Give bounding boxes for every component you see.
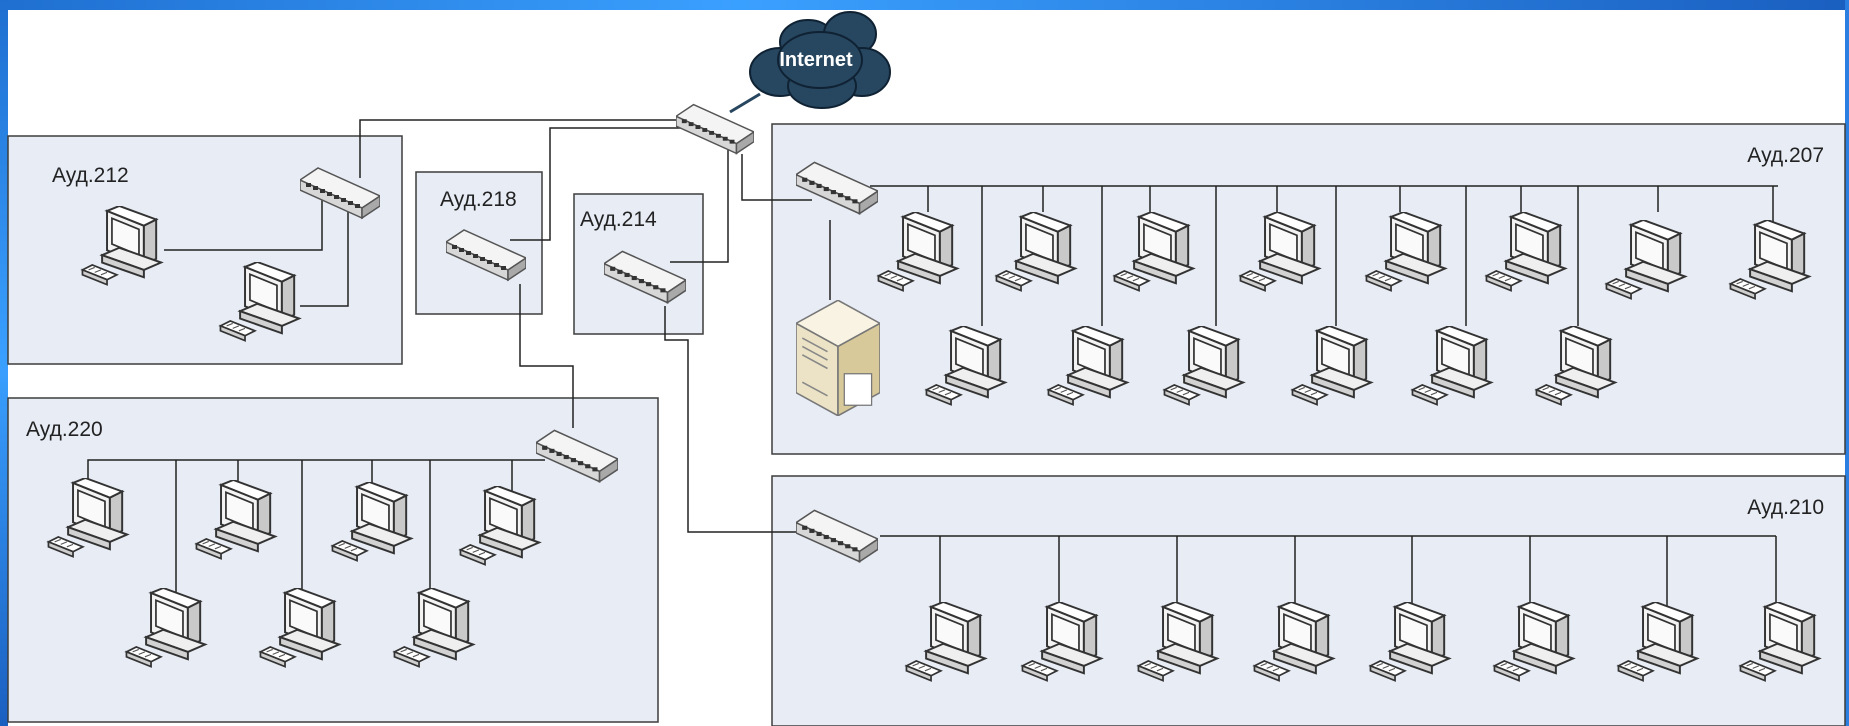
server [796, 300, 880, 416]
link-core-212 [359, 119, 700, 178]
link-core-207 [741, 154, 812, 201]
link-214-210 [664, 306, 800, 533]
room-label-207: Ауд.207 [1747, 144, 1824, 167]
link-core-214 [670, 128, 729, 263]
room-label-220: Ауд.220 [26, 418, 103, 441]
room-labels: Ауд.212 Ауд.218 Ауд.214 Ауд.207 Ауд.220 … [26, 144, 1824, 519]
room-label-212: Ауд.212 [52, 164, 129, 187]
frame-right [1845, 0, 1849, 726]
bus-220 [87, 459, 545, 484]
room-box-207 [771, 123, 1846, 455]
room-label-210: Ауд.210 [1747, 496, 1824, 519]
drops-210 [939, 536, 1777, 608]
link-core-218 [510, 127, 700, 241]
frame-left [0, 0, 8, 726]
core-switch [676, 103, 754, 155]
link-internet [729, 92, 761, 114]
room-box-210 [771, 475, 1846, 726]
link-218-220 [519, 284, 574, 428]
drops-220-row2 [175, 460, 431, 594]
drops-207-row2 [981, 186, 1579, 326]
frame-top [0, 0, 1849, 10]
internet-cloud: Internet [749, 11, 891, 109]
drops-207-row1 [927, 186, 1774, 222]
room-label-214: Ауд.214 [580, 208, 657, 231]
link-212-pc2 [300, 210, 349, 307]
room-label-218: Ауд.218 [440, 188, 517, 211]
internet-label: Internet [779, 49, 853, 71]
